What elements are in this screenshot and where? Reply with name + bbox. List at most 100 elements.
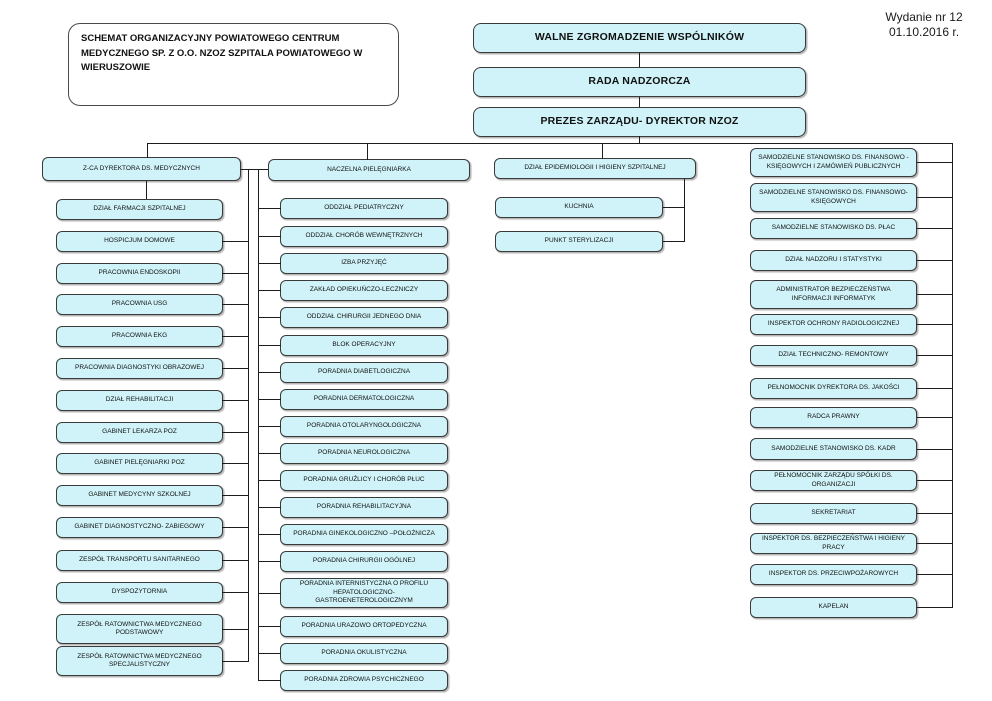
connector-line xyxy=(917,417,953,419)
connector-line xyxy=(147,143,149,158)
connector-line xyxy=(257,317,281,319)
org-node: RADCA PRAWNY xyxy=(750,407,917,428)
connector-line xyxy=(222,560,248,562)
org-node: PRACOWNIA EKG xyxy=(56,326,223,347)
edition-date: 01.10.2016 r. xyxy=(888,25,960,39)
node-naczelna-pielegniarka: NACZELNA PIELĘGNIARKA xyxy=(268,159,470,181)
org-node: PORADNIA GINEKOLOGICZNO –POŁOŻNICZA xyxy=(280,524,448,545)
connector-line xyxy=(917,606,953,609)
connector-line xyxy=(663,240,685,242)
connector-line xyxy=(257,561,281,563)
org-node: SAMODZIELNE STANOWISKO DS. FINANSOWO-KSI… xyxy=(750,183,917,212)
connector-line xyxy=(951,143,953,608)
org-node: ZESPÓŁ TRANSPORTU SANITARNEGO xyxy=(56,550,223,571)
connector-line xyxy=(257,399,281,401)
connector-line xyxy=(257,372,281,374)
connector-line xyxy=(602,143,604,159)
connector-line xyxy=(257,592,281,594)
connector-line xyxy=(222,527,248,529)
connector-line xyxy=(222,368,248,370)
node-rada-nadzorcza: RADA NADZORCZA xyxy=(473,67,806,97)
connector-line xyxy=(222,336,248,338)
org-node: PORADNIA OKULISTYCZNA xyxy=(280,643,448,664)
connector-line xyxy=(257,236,281,238)
org-node: PORADNIA ZDROWIA PSYCHICZNEGO xyxy=(280,670,448,691)
org-node: ADMINISTRATOR BEZPIECZEŃSTWA INFORMACJI … xyxy=(750,280,917,309)
connector-line xyxy=(241,168,268,170)
org-node: DZIAŁ NADZORU I STATYSTYKI xyxy=(750,250,917,271)
org-node: SAMODZIELNE STANOWISKO DS. FINANSOWO - K… xyxy=(750,148,917,177)
connector-line xyxy=(222,241,248,243)
org-node: SAMODZIELNE STANOWISKO DS. PŁAC xyxy=(750,218,917,239)
org-node: PRACOWNIA USG xyxy=(56,294,223,315)
connector-line xyxy=(663,207,684,209)
connector-line xyxy=(917,448,953,450)
connector-line xyxy=(222,628,248,630)
node-zca-dyrektora-medycznych: Z-CA DYREKTORA DS. MEDYCZNYCH xyxy=(42,157,241,181)
connector-line xyxy=(257,263,281,265)
connector-line xyxy=(147,143,953,145)
org-node: PORADNIA DIABETLOGICZNA xyxy=(280,362,448,383)
connector-line xyxy=(257,453,281,455)
org-node: INSPEKTOR DS. PRZECIWPOŻAROWYCH xyxy=(750,564,917,585)
connector-line xyxy=(257,345,281,347)
connector-line xyxy=(917,260,953,262)
connector-line xyxy=(367,143,369,160)
org-node: BLOK OPERACYJNY xyxy=(280,335,448,356)
org-node: PORADNIA DERMATOLOGICZNA xyxy=(280,389,448,410)
connector-line xyxy=(638,136,640,144)
org-node: PRACOWNIA ENDOSKOPII xyxy=(56,263,223,284)
connector-line xyxy=(222,400,248,402)
org-node: GABINET DIAGNOSTYCZNO- ZABIEGOWY xyxy=(56,517,223,538)
connector-line xyxy=(247,168,249,662)
connector-line xyxy=(638,97,640,107)
connector-line xyxy=(222,304,248,306)
connector-line xyxy=(917,355,953,357)
connector-line xyxy=(222,592,248,594)
org-node: ODDZIAŁ CHIRURGII JEDNEGO DNIA xyxy=(280,307,448,328)
org-node: DZIAŁ TECHNICZNO- REMONTOWY xyxy=(750,345,917,366)
node-walne-zgromadzenie: WALNE ZGROMADZENIE WSPÓLNIKÓW xyxy=(473,23,806,53)
connector-line xyxy=(917,543,953,545)
connector-line xyxy=(146,181,148,199)
org-node: SEKRETARIAT xyxy=(750,503,917,524)
chart-title-box: SCHEMAT ORGANIZACYJNY POWIATOWEGO CENTRU… xyxy=(68,23,399,106)
org-node: INSPEKTOR OCHRONY RADIOLOGICZNEJ xyxy=(750,314,917,335)
connector-line xyxy=(257,507,281,509)
org-node: PEŁNOMOCNIK DYREKTORA DS. JAKOŚCI xyxy=(750,378,917,399)
org-node: ZAKŁAD OPIEKUŃCZO-LECZNICZY xyxy=(280,280,448,301)
connector-line xyxy=(222,273,248,275)
org-node: PORADNIA OTOLARYNGOLOGICZNA xyxy=(280,416,448,437)
edition-note: Wydanie nr 12 01.10.2016 r. xyxy=(866,10,982,40)
connector-line xyxy=(638,53,640,67)
org-node: DZIAŁ REHABILITACJI xyxy=(56,390,223,411)
connector-line xyxy=(917,294,953,296)
connector-line xyxy=(257,168,259,681)
org-node: PORADNIA REHABILITACYJNA xyxy=(280,497,448,518)
org-node: ZESPÓŁ RATOWNICTWA MEDYCZNEGO SPECJALIST… xyxy=(56,646,223,676)
org-node: SAMODZIELNE STANOWISKO DS. KADR xyxy=(750,438,917,460)
org-node: PORADNIA URAZOWO ORTOPEDYCZNA xyxy=(280,616,448,637)
chart-title: SCHEMAT ORGANIZACYJNY POWIATOWEGO CENTRU… xyxy=(81,33,363,74)
connector-line xyxy=(222,463,248,465)
org-node: KUCHNIA xyxy=(495,197,663,218)
connector-line xyxy=(257,480,281,482)
org-node: DYSPOZYTORNIA xyxy=(56,582,223,603)
connector-line xyxy=(917,480,953,482)
connector-line xyxy=(917,513,953,515)
org-node: PORADNIA CHIRURGII OGÓLNEJ xyxy=(280,551,448,572)
node-prezes-zarzadu: PREZES ZARZĄDU- DYREKTOR NZOZ xyxy=(473,107,806,137)
connector-line xyxy=(917,324,953,326)
connector-line xyxy=(257,626,281,628)
connector-line xyxy=(222,432,248,434)
org-node: GABINET PIELĘGNIARKI POZ xyxy=(56,453,223,474)
connector-line xyxy=(257,208,281,210)
connector-line xyxy=(222,660,248,662)
org-node: KAPELAN xyxy=(750,597,917,618)
connector-line xyxy=(917,228,953,230)
org-node: PRACOWNIA DIAGNOSTYKI OBRAZOWEJ xyxy=(56,358,223,379)
connector-line xyxy=(683,179,685,242)
org-node: ODDZIAŁ CHORÓB WEWNĘTRZNYCH xyxy=(280,226,448,247)
org-node: HOSPICJUM DOMOWE xyxy=(56,231,223,252)
